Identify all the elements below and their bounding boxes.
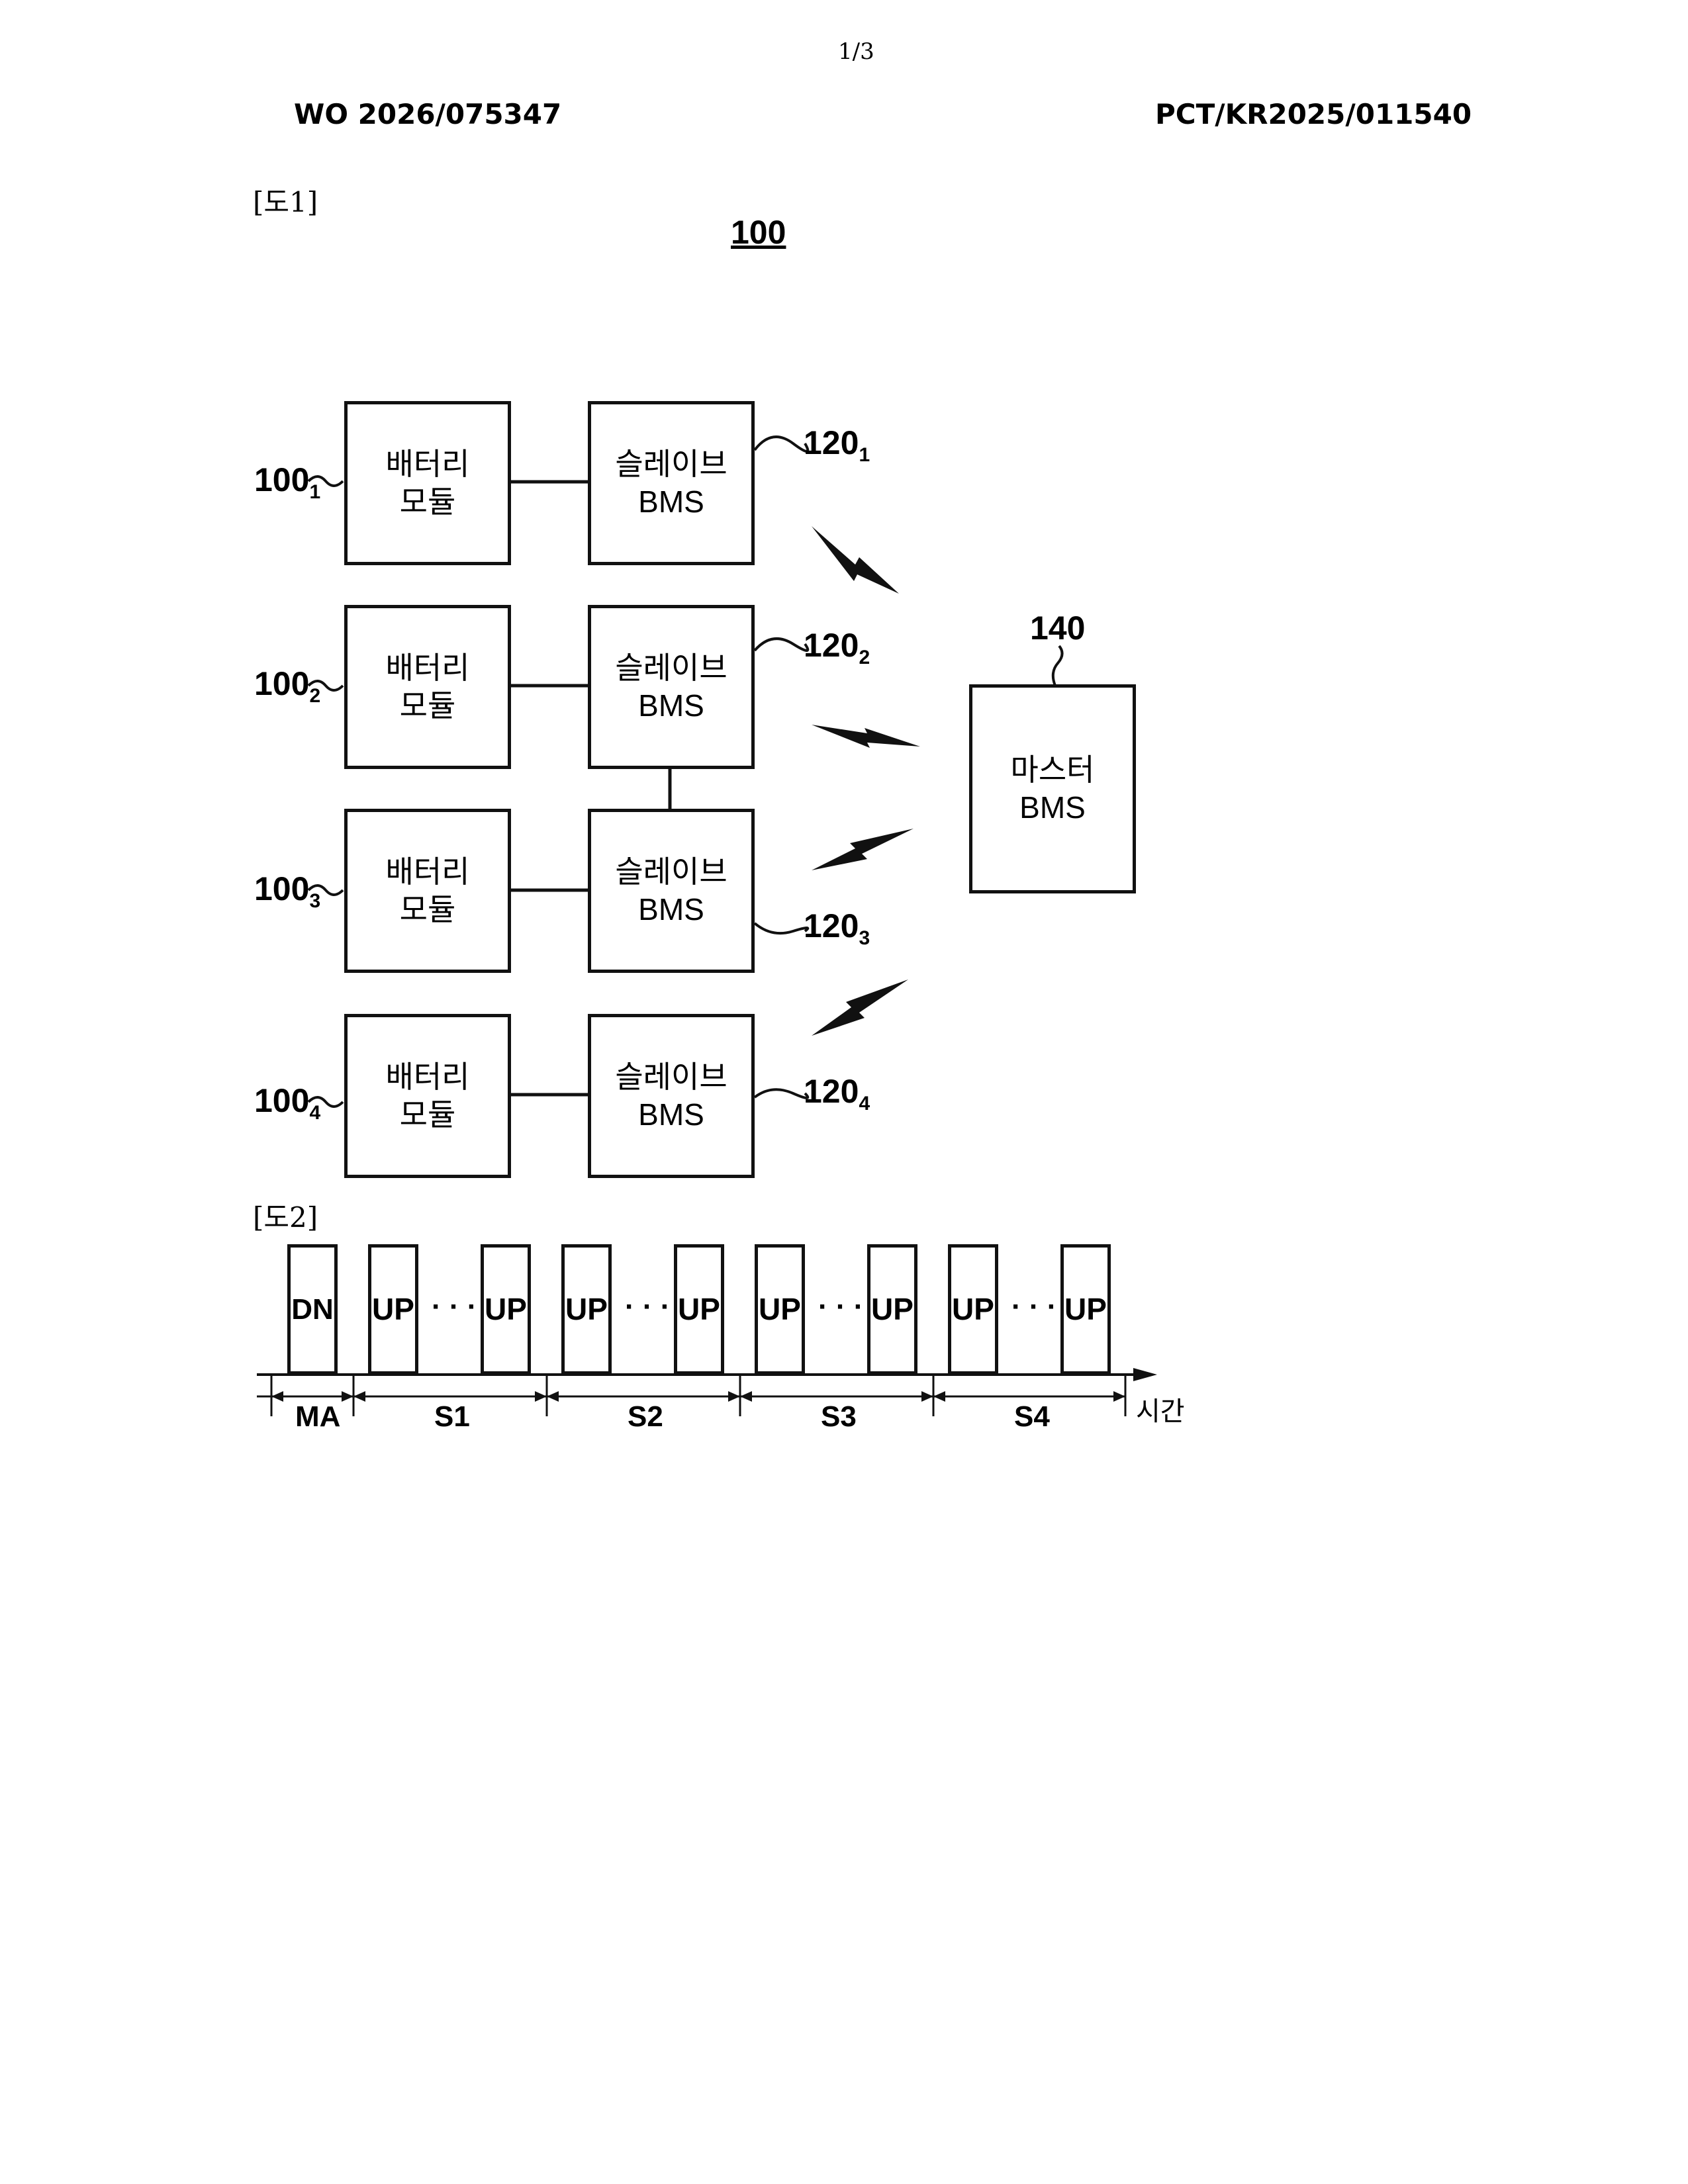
- module-ref-2: 1002: [254, 664, 320, 707]
- uplink-slot: UP: [674, 1244, 724, 1375]
- slave-bms-label: BMS: [638, 891, 704, 929]
- figure2-label: [도2]: [253, 1195, 318, 1236]
- battery-module-2: 배터리 모듈: [344, 605, 511, 769]
- period-label-s2: S2: [628, 1400, 663, 1433]
- wireless-link-icon: [812, 526, 899, 594]
- slave-bms-1: 슬레이브 BMS: [588, 401, 755, 565]
- slave-bms-label: BMS: [638, 483, 704, 522]
- uplink-slot: UP: [368, 1244, 418, 1375]
- period-label-s4: S4: [1014, 1400, 1050, 1433]
- battery-module-3: 배터리 모듈: [344, 809, 511, 973]
- slave-ref-1: 1201: [804, 424, 870, 467]
- slave-ref-3: 1203: [804, 907, 870, 950]
- battery-module-label: 배터리: [386, 853, 470, 891]
- module-ref-3: 1003: [254, 870, 320, 913]
- slot-ellipsis: · · ·: [818, 1291, 863, 1324]
- battery-module-label: 모듈: [400, 1096, 456, 1134]
- master-bms-label: BMS: [1019, 789, 1086, 827]
- module-ref-4: 1004: [254, 1081, 320, 1124]
- wireless-link-icon: [812, 725, 920, 748]
- slave-ref-4: 1204: [804, 1072, 870, 1115]
- slave-bms-3: 슬레이브 BMS: [588, 809, 755, 973]
- battery-module-label: 모듈: [400, 891, 456, 929]
- slot-ellipsis: · · ·: [432, 1291, 477, 1324]
- slave-bms-label: BMS: [638, 687, 704, 725]
- uplink-slot: UP: [481, 1244, 531, 1375]
- master-bms: 마스터 BMS: [969, 684, 1136, 893]
- slot-ellipsis: · · ·: [625, 1291, 670, 1324]
- time-axis-label: 시간: [1136, 1390, 1185, 1428]
- slave-bms-label: 슬레이브: [615, 649, 727, 688]
- slave-bms-label: BMS: [638, 1096, 704, 1134]
- battery-module-label: 배터리: [386, 1058, 470, 1097]
- master-bms-label: 마스터: [1011, 751, 1095, 790]
- slave-bms-4: 슬레이브 BMS: [588, 1014, 755, 1178]
- slave-bms-label: 슬레이브: [615, 853, 727, 891]
- slave-bms-2: 슬레이브 BMS: [588, 605, 755, 769]
- slave-bms-label: 슬레이브: [615, 445, 727, 484]
- wireless-link-icon: [812, 979, 908, 1036]
- slot-ellipsis: · · ·: [1011, 1291, 1056, 1324]
- slave-bms-label: 슬레이브: [615, 1058, 727, 1097]
- period-label-s3: S3: [821, 1400, 857, 1433]
- downlink-slot: DN: [287, 1244, 338, 1375]
- battery-module-4: 배터리 모듈: [344, 1014, 511, 1178]
- master-ref-140: 140: [1030, 609, 1085, 647]
- wireless-link-icon: [812, 829, 914, 870]
- battery-module-label: 모듈: [400, 687, 456, 725]
- uplink-slot: UP: [755, 1244, 805, 1375]
- period-label-ma: MA: [295, 1400, 340, 1433]
- period-label-s1: S1: [434, 1400, 470, 1433]
- uplink-slot: UP: [867, 1244, 917, 1375]
- uplink-slot: UP: [1060, 1244, 1111, 1375]
- module-ref-1: 1001: [254, 461, 320, 504]
- uplink-slot: UP: [561, 1244, 612, 1375]
- battery-module-label: 배터리: [386, 445, 470, 484]
- battery-module-label: 배터리: [386, 649, 470, 688]
- battery-module-1: 배터리 모듈: [344, 401, 511, 565]
- uplink-slot: UP: [948, 1244, 998, 1375]
- battery-module-label: 모듈: [400, 483, 456, 522]
- slave-ref-2: 1202: [804, 626, 870, 669]
